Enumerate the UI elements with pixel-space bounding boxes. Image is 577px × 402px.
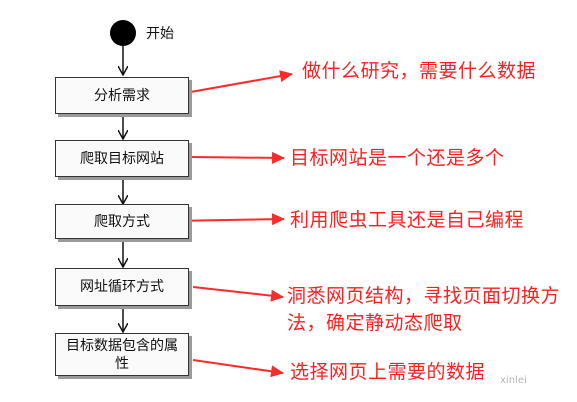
note-tool-or-code: 利用爬虫工具还是自己编程 [290,209,525,231]
start-node-icon [110,20,136,46]
note-arrow-4 [192,286,284,302]
step-crawl-method: 爬取方式 [55,204,189,239]
step-target-data-attributes: 目标数据包含的属性 [55,333,189,376]
note-arrow-5 [192,359,284,378]
note-site-count: 目标网站是一个还是多个 [290,147,505,169]
note-arrow-3 [170,213,285,226]
step-crawl-target-site: 爬取目标网站 [55,140,189,177]
note-research-needs: 做什么研究，需要什么数据 [302,60,537,82]
note-select-data: 选择网页上需要的数据 [290,361,486,383]
step-url-loop-method: 网址循环方式 [55,268,189,306]
note-page-structure: 洞悉网页结构，寻找页面切换方法，确定静动态爬取 [287,285,561,334]
step-analyze-requirements: 分析需求 [55,77,189,114]
note-arrow-2 [189,151,285,164]
start-label: 开始 [146,26,174,42]
watermark: xinlei [500,375,527,386]
